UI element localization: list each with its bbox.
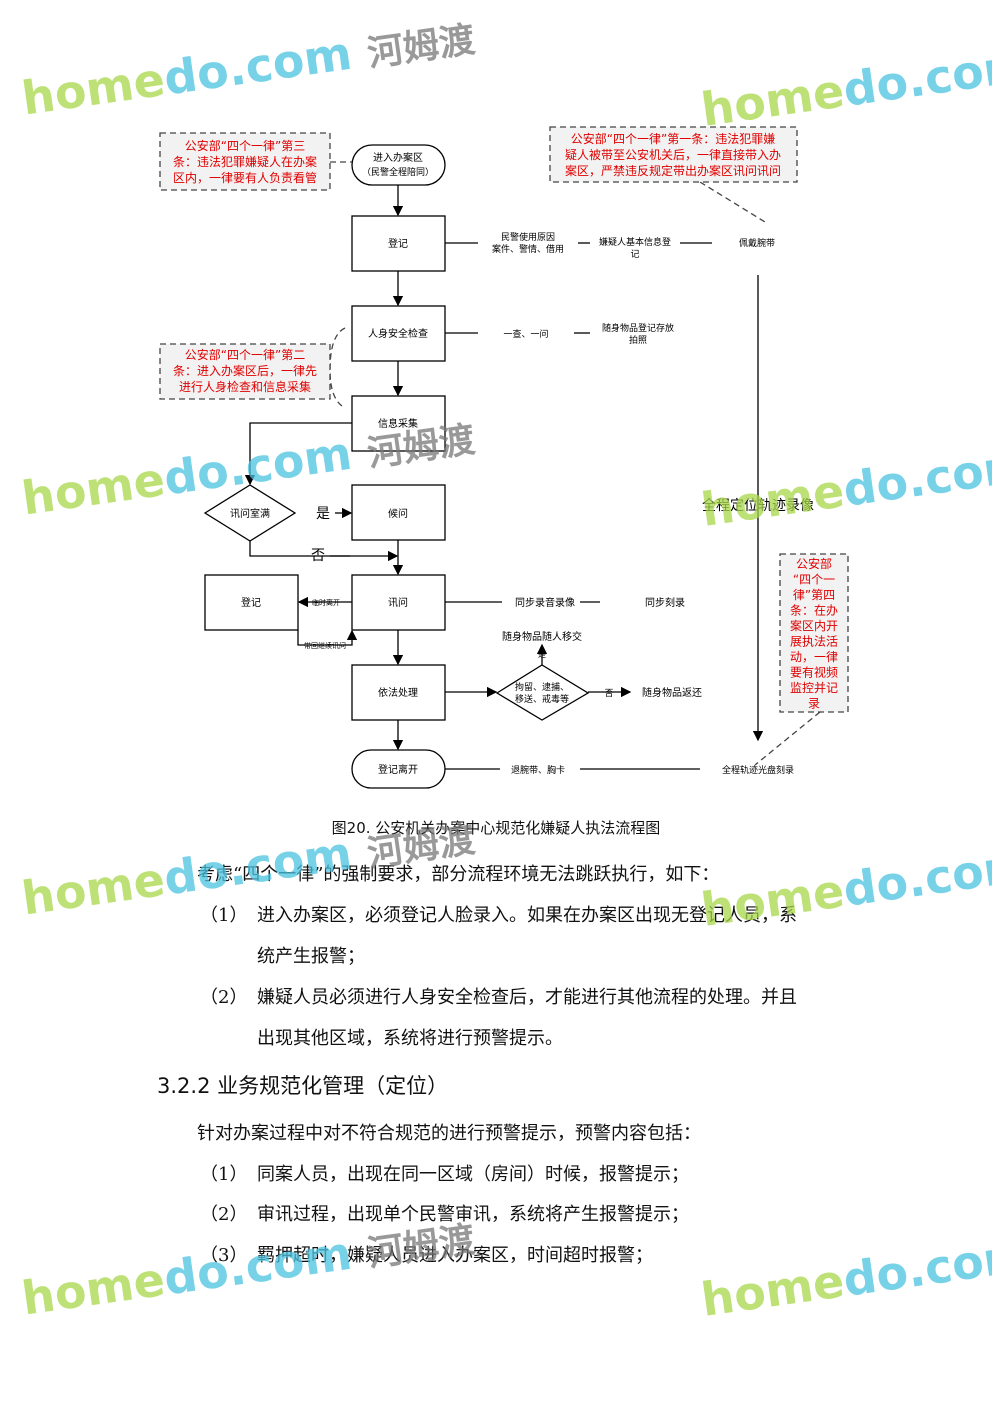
detain-label: 拘留、逮捕、 bbox=[515, 681, 569, 693]
r2-label: 随身物品登记存放 bbox=[602, 322, 674, 334]
intro-paragraph: 考虑“四个一律”的强制要求，部分流程环境无法跳跃执行，如下： bbox=[197, 864, 720, 885]
register-left-label: 登记 bbox=[241, 596, 261, 609]
start-node bbox=[351, 144, 446, 186]
list-item: （1） 同案人员，出现在同一区域（房间）时候，报警提示； bbox=[200, 1160, 689, 1186]
track-label: 全程定位轨迹录像 bbox=[702, 497, 814, 514]
list-num: （2） bbox=[200, 987, 248, 1008]
start-label: 进入办案区 bbox=[373, 151, 423, 164]
note2-line: 公安部“四个一律”第二 bbox=[185, 347, 305, 362]
flowchart: 进入办案区 （民警全程陪同） 登记 人身安全检查 信息采集 讯问室满 是 否 候… bbox=[159, 126, 849, 789]
note4-line: 要有视频 bbox=[790, 665, 838, 680]
note2-line: 条：进入办案区后，一律先 bbox=[173, 363, 317, 378]
r1-label: 案件、警情、借用 bbox=[492, 243, 564, 255]
yes-small-label: 是 bbox=[538, 650, 546, 659]
wristband-label: 佩戴腕带 bbox=[739, 237, 775, 249]
note3-line: 区内，一律要有人负责看管 bbox=[173, 170, 317, 185]
note1-line: 公安部“四个一律”第一条：违法犯罪嫌 bbox=[571, 131, 775, 146]
detain-label-2: 移送、戒毒等 bbox=[515, 693, 569, 705]
r2-label: 拍照 bbox=[629, 334, 647, 346]
no-small-label: 否 bbox=[604, 688, 613, 699]
note4-line: 展执法活 bbox=[790, 635, 838, 649]
section-heading: 3.2.2 业务规范化管理（定位） bbox=[157, 1074, 449, 1098]
r2-label: 一查、一问 bbox=[503, 328, 548, 340]
list-num: （2） bbox=[200, 1204, 248, 1225]
list-text-cont: 统产生报警； bbox=[257, 946, 365, 967]
r1-label: 记 bbox=[630, 249, 639, 260]
list-num: （1） bbox=[200, 1164, 248, 1185]
room-full-diamond bbox=[203, 484, 297, 542]
leave-label: 登记离开 bbox=[378, 763, 418, 776]
note3-line: 条：违法犯罪嫌疑人在办案 bbox=[173, 154, 317, 169]
list-text: 嫌疑人员必须进行人身安全检查后，才能进行其他流程的处理。并且 bbox=[257, 987, 797, 1008]
note4-line: 条：在办 bbox=[790, 603, 838, 618]
bring-back-label: 带回继续讯问 bbox=[304, 641, 346, 650]
list-text: 审讯过程，出现单个民警审讯，系统将产生报警提示； bbox=[257, 1204, 689, 1225]
note3-line: 公安部“四个一律”第三 bbox=[185, 138, 305, 153]
list-num: （3） bbox=[200, 1245, 248, 1266]
items-return-label: 随身物品返还 bbox=[642, 686, 702, 699]
note4-line: 案区内开 bbox=[790, 618, 838, 633]
r4-label: 退腕带、胸卡 bbox=[511, 764, 565, 776]
note4-line: 公安部 bbox=[796, 556, 832, 571]
info-collect-label: 信息采集 bbox=[378, 417, 418, 430]
r4-label: 全程轨迹光盘刻录 bbox=[722, 764, 794, 776]
interrogation-label: 讯问 bbox=[388, 596, 408, 609]
list-num: （1） bbox=[200, 905, 248, 926]
note2-line: 进行人身检查和信息采集 bbox=[179, 379, 311, 394]
detain-diamond bbox=[495, 664, 590, 721]
intro2-paragraph: 针对办案过程中对不符合规范的进行预警提示，预警内容包括： bbox=[197, 1123, 701, 1144]
start-sub-label: （民警全程陪同） bbox=[362, 166, 434, 178]
note1-line: 案区，严禁违反规定带出办案区讯问讯问 bbox=[565, 163, 781, 178]
list-item: （2） 嫌疑人员必须进行人身安全检查后，才能进行其他流程的处理。并且 bbox=[200, 983, 797, 1009]
note4-line: 律”第四 bbox=[793, 588, 835, 602]
note4-line: 监控并记 bbox=[790, 681, 838, 695]
r1-label: 民警使用原因 bbox=[501, 231, 555, 243]
list-text: 同案人员，出现在同一区域（房间）时候，报警提示； bbox=[257, 1164, 689, 1185]
note-rule-1 bbox=[549, 126, 798, 183]
items-transfer-label: 随身物品随人移交 bbox=[502, 630, 582, 643]
temp-leave-label: 临时离开 bbox=[312, 598, 340, 607]
list-text-cont: 出现其他区域，系统将进行预警提示。 bbox=[257, 1028, 563, 1049]
watermark-logo: homedo.com 河姆渡 bbox=[18, 1219, 478, 1326]
figure-caption: 图20. 公安机关办案中心规范化嫌疑人执法流程图 bbox=[331, 819, 661, 837]
yes-label: 是 bbox=[316, 506, 330, 522]
waiting-label: 候问 bbox=[388, 507, 408, 520]
watermark-logo: homedo.com bbox=[697, 1227, 992, 1327]
note4-line: 录 bbox=[808, 697, 820, 711]
list-item: （3） 羁押超时，嫌疑人员进入办案区，时间超时报警； bbox=[200, 1241, 653, 1267]
r3-label: 同步录音录像 bbox=[515, 596, 575, 609]
list-item: （1） 进入办案区，必须登记人脸录入。如果在办案区出现无登记人员，系 bbox=[200, 901, 797, 927]
no-label: 否 bbox=[311, 548, 325, 564]
note4-line: 动，一律 bbox=[790, 650, 838, 664]
note-rule-2 bbox=[159, 343, 331, 400]
security-check-label: 人身安全检查 bbox=[368, 327, 428, 340]
note4-line: “四个一 bbox=[793, 573, 835, 587]
list-text: 羁押超时，嫌疑人员进入办案区，时间超时报警； bbox=[257, 1245, 653, 1266]
note-rule-3 bbox=[159, 132, 331, 191]
list-text: 进入办案区，必须登记人脸录入。如果在办案区出现无登记人员，系 bbox=[257, 905, 797, 926]
list-item: （2） 审讯过程，出现单个民警审讯，系统将产生报警提示； bbox=[200, 1200, 689, 1226]
note1-line: 疑人被带至公安机关后，一律直接带入办 bbox=[565, 147, 781, 162]
register-label: 登记 bbox=[388, 237, 408, 250]
r1-label: 嫌疑人基本信息登 bbox=[599, 236, 671, 248]
r3-label: 同步刻录 bbox=[645, 596, 685, 609]
legal-process-label: 依法处理 bbox=[378, 686, 418, 699]
note-rule-4 bbox=[779, 553, 849, 713]
room-full-label: 讯问室满 bbox=[230, 507, 270, 520]
